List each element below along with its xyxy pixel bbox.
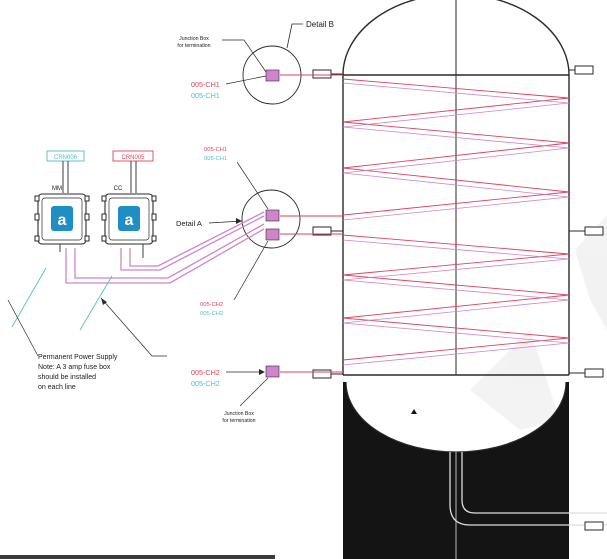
junction-box-a-lower [265,228,280,241]
junction-box-a-upper [265,209,280,222]
junction-bottom-label-2: for termination [222,418,255,424]
junction-bottom-ch-red: 005-CH2 [191,368,220,377]
detail-a: Detail A 005-CH1 005-CH1 005-CH2 005-CH2 [176,147,343,317]
detail-a-lower-ch-cyan: 005-CH2 [200,311,223,317]
power-cables [65,211,265,284]
detail-b-label: Detail B [306,20,334,29]
svg-text:a: a [58,212,67,229]
detail-a-upper-ch-cyan: 005-CH1 [204,156,227,162]
detail-a-arrow [236,218,242,224]
junction-box-top [265,69,280,82]
junction-top-ch-red: 005-CH1 [191,80,220,89]
junction-bottom-leader [239,377,269,407]
power-note-line-3: should be installed [38,374,96,381]
power-supply: Permanent Power Supply Note: A 3 amp fus… [7,267,167,391]
watermark [470,215,607,430]
controller-right-tag: CRN005 [121,155,145,161]
warning-triangle-icon [408,405,420,416]
power-note-line-4: on each line [38,384,76,391]
detail-b-leader [286,23,303,49]
controller-left-logo-icon: a [51,206,73,231]
detail-a-lower-ch-leader [233,240,269,301]
controller-left: CRN006 MM a [34,150,90,252]
heat-trace-ch2 [342,234,570,361]
detail-a-label: Detail A [176,219,202,228]
controller-left-tag: CRN006 [54,155,78,161]
outlet-pipe [449,452,607,526]
controller-right-tag-box [112,150,154,162]
detail-a-upper-ch-red: 005-CH1 [204,147,227,153]
outlet-pipe-inner [461,452,607,514]
junction-bottom: 005-CH2 005-CH2 Junction Box for termina… [191,365,343,424]
junction-top-ch-leader [225,75,267,85]
detail-a-circle [241,189,301,249]
nozzles [312,65,604,531]
junction-top-label-1: Junction Box [179,36,209,42]
junction-top-ch-cyan: 005-CH1 [191,91,220,100]
vessel [312,0,607,559]
heat-trace-ch1-b [342,82,570,221]
power-note-line-2: Note: A 3 amp fuse box [38,364,111,371]
junction-bottom-ch-cyan: 005-CH2 [191,379,220,388]
heat-trace-ch1 [342,78,570,216]
junction-top-label-2: for termination [177,43,210,49]
bottom-edge-bar [0,555,275,559]
controller-left-tag-box [46,150,85,162]
heat-trace-ch2-b [342,239,570,366]
controller-right: CRN005 CC a [101,150,157,258]
detail-b: Detail B Junction Box for termination 00… [177,20,343,105]
vessel-top-dome [342,0,570,76]
power-note-line-1: Permanent Power Supply [38,354,118,361]
controller-right-logo-icon: a [118,206,140,231]
junction-bottom-label-1: Junction Box [224,411,254,417]
svg-text:a: a [125,212,134,229]
junction-bottom-ch-arrow [259,369,265,375]
detail-a-lower-ch-red: 005-CH2 [200,302,223,308]
power-supply-cyan-wire-1 [11,267,47,328]
power-supply-cyan-wire-2 [79,275,113,331]
junction-top-leader [222,39,267,73]
junction-box-bottom [265,365,280,378]
controller-left-name: MM [52,186,62,192]
detail-a-upper-ch-leader [236,161,269,210]
controller-right-name: CC [114,186,123,192]
